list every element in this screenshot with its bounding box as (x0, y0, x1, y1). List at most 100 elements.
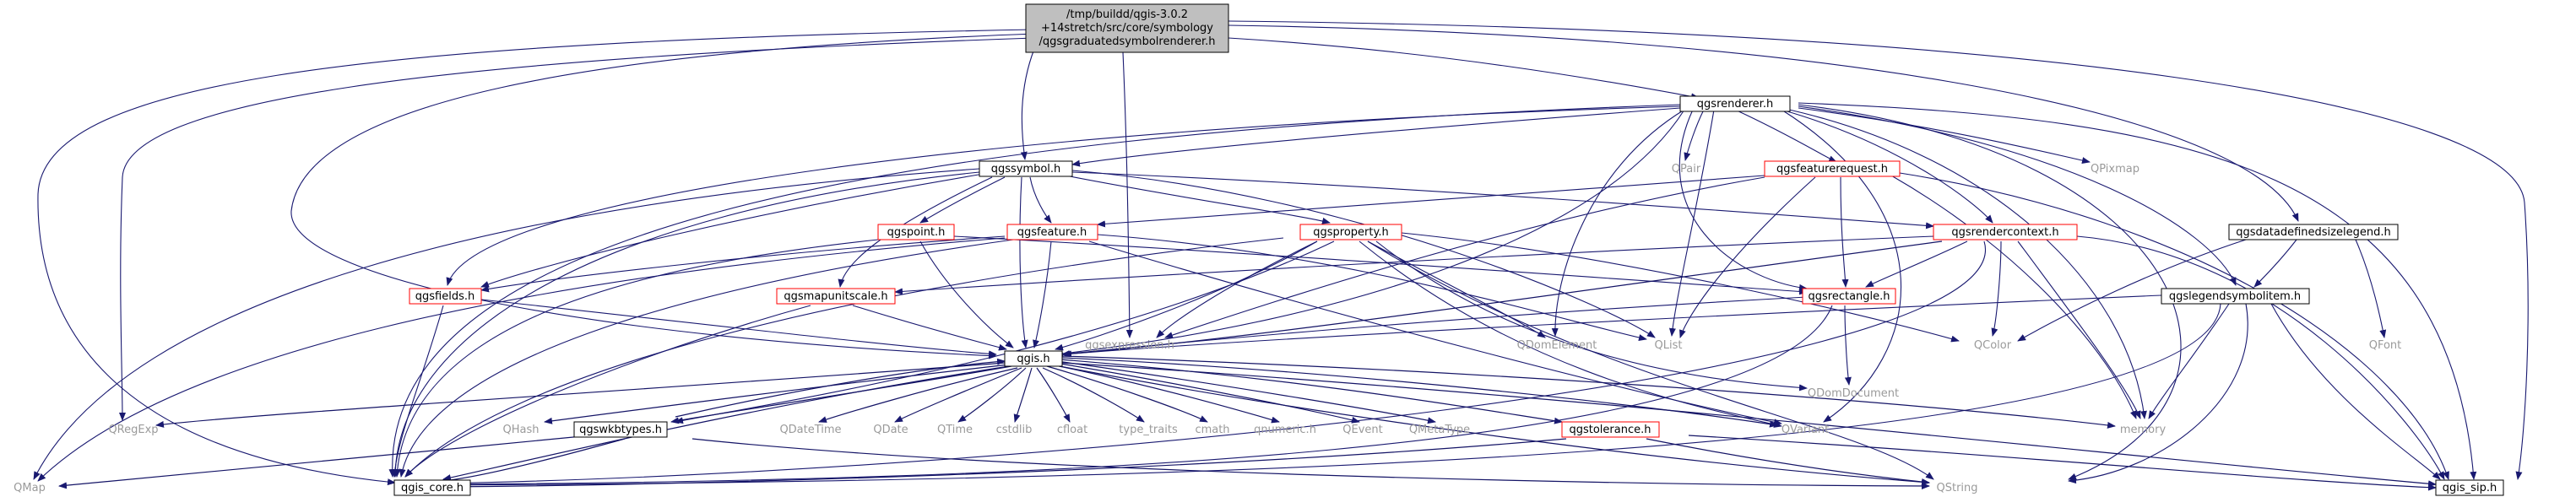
edge-root-qgis (290, 33, 1035, 359)
svg-text:qgslegendsymbolitem.h: qgslegendsymbolitem.h (2169, 290, 2301, 303)
edge-qgssymbol-qgsrendercontext (1071, 171, 1934, 230)
edge-qgsfeature-qgsfields (480, 235, 1006, 293)
node-qevent[interactable]: QEvent (1342, 424, 1382, 436)
edge-qgis-cmath (1046, 365, 1208, 423)
edge-qgsrenderer-qgis (1055, 109, 1685, 357)
node-qgswkbtypes[interactable]: qgswkbtypes.h (573, 421, 668, 438)
node-qdatetime[interactable]: QDateTime (779, 424, 841, 436)
svg-text:QDomElement: QDomElement (1517, 339, 1597, 352)
edge-qgis-qevent (1055, 362, 1360, 424)
node-qnumeric[interactable]: qnumeric.h (1254, 424, 1316, 436)
svg-text:qgsrectangle.h: qgsrectangle.h (1808, 290, 1890, 303)
svg-text:qgstolerance.h: qgstolerance.h (1569, 424, 1651, 436)
dependency-edges (33, 20, 2529, 491)
edge-qgswkbtypes-qgis (675, 358, 1006, 418)
edge-qgsrenderer-qgssymbol (1071, 107, 1681, 167)
svg-text:QTime: QTime (937, 424, 973, 436)
node-qgsmapunitscale[interactable]: qgsmapunitscale.h (776, 288, 896, 305)
edge-qgsrenderer-qgsfeaturerequest (1734, 109, 1837, 163)
edge-qgis-type-traits (1042, 367, 1145, 423)
edge-qgssymbol-qgsmapunitscale (838, 176, 993, 288)
edge-qgssymbol-qgsfields (480, 173, 984, 288)
edge-qgsrenderer-qgsfields (446, 105, 1681, 286)
svg-text:qnumeric.h: qnumeric.h (1254, 424, 1316, 436)
node-qgis-sip[interactable]: qgis_sip.h (2435, 479, 2504, 496)
node-qtime[interactable]: QTime (937, 424, 973, 436)
svg-text:qgsfeature.h: qgsfeature.h (1017, 226, 1087, 239)
root-line1: /tmp/buildd/qgis-3.0.2 (1066, 8, 1188, 21)
node-qgslegendsymbolitem[interactable]: qgslegendsymbolitem.h (2161, 288, 2310, 305)
svg-text:QList: QList (1655, 339, 1683, 352)
node-qgssymbol[interactable]: qgssymbol.h (979, 160, 1073, 177)
edge-qgsfields-qgis (480, 299, 997, 358)
node-qvariant[interactable]: QVariant (1782, 424, 1829, 436)
node-qpair[interactable]: QPair (1672, 163, 1701, 176)
edge-qgis-qgstolerance (1059, 359, 1563, 424)
edge-qgsrendercontext-qgis (1061, 240, 1943, 358)
edge-qgsrenderer-qgsrectangle (1678, 109, 1808, 291)
edge-qgsrectangle-qdomdocument (1844, 305, 1852, 386)
node-qmap[interactable]: QMap (14, 482, 46, 494)
node-qgis[interactable]: qgis.h (1004, 350, 1063, 367)
node-qgsexpression[interactable]: qgsexpression.h (1085, 339, 1174, 352)
node-cmath[interactable]: cmath (1195, 424, 1229, 436)
edge-qgsdatadefinedsizelegend-qcolor (2017, 239, 2247, 342)
edge-qgswkbtypes-qstring (691, 438, 1930, 489)
svg-text:qgsfields.h: qgsfields.h (415, 290, 475, 303)
node-memory[interactable]: memory (2120, 424, 2167, 436)
node-qgsfeaturerequest[interactable]: qgsfeaturerequest.h (1764, 160, 1901, 177)
svg-text:QEvent: QEvent (1342, 424, 1382, 436)
edge-qgsrenderer-qpixmap (1798, 107, 2091, 164)
node-qgstolerance[interactable]: qgstolerance.h (1561, 421, 1660, 438)
edge-qgsrendercontext-memory (2017, 240, 2141, 419)
node-qcolor[interactable]: QColor (1974, 339, 2012, 352)
node-qfont[interactable]: QFont (2369, 339, 2402, 352)
node-qgsrendercontext[interactable]: qgsrendercontext.h (1933, 224, 2078, 240)
edge-qgspoint-qgsrectangle (953, 235, 1808, 295)
node-qpixmap[interactable]: QPixmap (2091, 163, 2139, 176)
node-qstring[interactable]: QString (1936, 482, 1977, 494)
node-root-file[interactable]: /tmp/buildd/qgis-3.0.2 +14stretch/src/co… (1025, 3, 1229, 53)
svg-text:qgsrenderer.h: qgsrenderer.h (1697, 98, 1773, 111)
edge-qgslegendsymbolitem-qstring (2068, 303, 2248, 484)
edge-qgslegendsymbolitem-qgis (1063, 294, 2162, 358)
edge-qgspoint-qgis-core (393, 239, 879, 478)
edge-qgsrendercontext-qgsrectangle (1865, 240, 1968, 288)
edge-qgis-qtime (957, 367, 1027, 423)
node-qgsfields[interactable]: qgsfields.h (409, 288, 482, 305)
edge-qgstolerance-qgis-core (442, 438, 1567, 490)
edge-qgis-qvariant (1061, 357, 1778, 428)
node-qhash[interactable]: QHash (503, 424, 540, 436)
node-type-traits[interactable]: type_traits (1119, 424, 1178, 436)
svg-text:QPair: QPair (1672, 163, 1701, 176)
svg-text:qgis.h: qgis.h (1017, 353, 1049, 365)
edge-qgis-qgis-core (442, 365, 1010, 481)
node-qgis-core[interactable]: qgis_core.h (393, 479, 471, 496)
node-qgsrectangle[interactable]: qgsrectangle.h (1802, 288, 1896, 305)
edge-qgis-qgswkbtypes (670, 365, 1012, 424)
node-qdomdocument[interactable]: QDomDocument (1808, 387, 1899, 400)
node-cfloat[interactable]: cfloat (1057, 424, 1087, 436)
edge-root-qgssymbol (1020, 48, 1035, 160)
svg-text:cstdlib: cstdlib (996, 424, 1033, 436)
node-qgsrenderer[interactable]: qgsrenderer.h (1679, 95, 1791, 112)
node-qgspoint[interactable]: qgspoint.h (877, 224, 955, 240)
node-qdomelement[interactable]: QDomElement (1517, 339, 1597, 352)
edge-qgsproperty-qstring (1367, 240, 1934, 480)
node-qgsdatadefinedsizelegend[interactable]: qgsdatadefinedsizelegend.h (2228, 224, 2399, 240)
node-qgsfeature[interactable]: qgsfeature.h (1006, 224, 1098, 240)
svg-text:qgsrendercontext.h: qgsrendercontext.h (1951, 226, 2058, 239)
edge-qgsfeature-qgis-core (399, 239, 1014, 478)
node-qregexp[interactable]: QRegExp (108, 424, 158, 436)
node-cstdlib[interactable]: cstdlib (996, 424, 1033, 436)
edge-qgsrenderer-qdomelement (1551, 109, 1685, 337)
node-qlist[interactable]: QList (1655, 339, 1683, 352)
node-qgsproperty[interactable]: qgsproperty.h (1299, 224, 1402, 240)
edge-qgsrenderer-qgsrendercontext (1781, 109, 1993, 224)
node-qmetatype[interactable]: QMetaType (1409, 424, 1470, 436)
edge-qgsfeature-qlist (1097, 234, 1647, 341)
edge-qgsfeature-qmap (37, 237, 1006, 482)
node-qdate[interactable]: QDate (873, 424, 908, 436)
edge-qgis-qnumeric (1050, 364, 1280, 424)
